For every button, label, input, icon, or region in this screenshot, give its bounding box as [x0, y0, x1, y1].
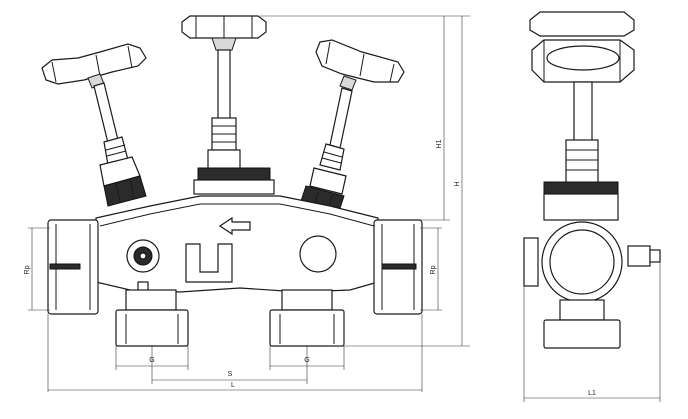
center-handwheel — [181, 15, 275, 195]
side-view — [523, 11, 661, 349]
dimension-lines — [28, 15, 661, 402]
dim-label-g-right: G — [304, 357, 309, 364]
left-outlet — [115, 289, 189, 347]
right-union-nut — [373, 219, 423, 315]
dim-label-h: H — [454, 181, 461, 186]
front-view — [41, 15, 423, 347]
left-union-nut — [47, 219, 99, 315]
left-handwheel — [41, 43, 147, 207]
dim-label-l1: L1 — [588, 390, 596, 397]
side-handwheel — [529, 11, 635, 83]
dim-label-rp-right: Rp — [430, 265, 437, 274]
right-handwheel — [299, 39, 405, 215]
manifold-body — [95, 195, 379, 297]
dim-label-rp-left: Rp — [24, 265, 31, 274]
right-outlet — [269, 289, 345, 347]
dim-label-l: L — [231, 382, 235, 389]
flow-arrow-icon — [218, 216, 251, 236]
dim-label-g-left: G — [149, 357, 154, 364]
dim-label-s: S — [228, 371, 233, 378]
dim-label-h1: H1 — [436, 139, 443, 148]
